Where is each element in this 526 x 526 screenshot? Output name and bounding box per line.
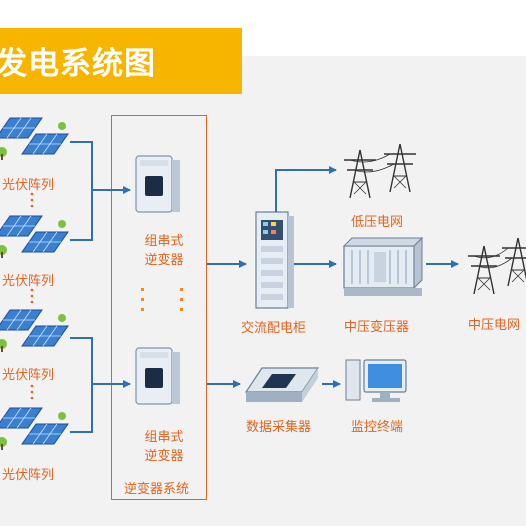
string-inverter-2 [135, 347, 181, 405]
pv-ellipsis [30, 192, 34, 400]
lv-grid-label: 低压电网 [351, 215, 404, 230]
title-bar [0, 28, 242, 94]
inverter-1-label-line2: 逆变器 [144, 253, 184, 268]
inverter-system-frame [111, 115, 207, 500]
data-collector-label: 数据采集器 [246, 420, 312, 435]
lv-tower-2 [383, 143, 417, 193]
pv-array-3 [0, 309, 69, 353]
inverter-connectors [207, 260, 247, 388]
pv-array-1-label: 光伏阵列 [2, 178, 55, 193]
inverter-2-label-line1: 组串式 [144, 430, 184, 445]
lv-tower-1 [343, 149, 377, 199]
page-title: 发电系统图 [0, 46, 156, 82]
ac-cabinet-label: 交流配电柜 [241, 321, 307, 336]
pv-array-2-label: 光伏阵列 [2, 274, 55, 289]
inverter-2-label: 组串式 逆变器 [134, 428, 194, 466]
mv-transformer-label: 中压变压器 [344, 320, 410, 335]
inverter-ellipsis [141, 288, 183, 311]
mv-tower-1 [467, 245, 501, 295]
pv-array-1 [0, 117, 69, 161]
pv-array-3-label: 光伏阵列 [2, 368, 55, 383]
string-inverter-1 [135, 155, 181, 213]
pv-array-4-label: 光伏阵列 [2, 468, 55, 483]
inverter-1-label-line1: 组串式 [144, 234, 184, 249]
pv-array-2 [0, 215, 69, 259]
data-collector [244, 367, 320, 402]
inverter-1-label: 组串式 逆变器 [134, 232, 194, 270]
cabinet-to-lv-connector [275, 166, 337, 212]
pv-connectors [70, 141, 131, 433]
monitoring-terminal [345, 359, 407, 402]
mv-grid-label: 中压电网 [468, 318, 521, 333]
pv-array-4 [0, 407, 69, 451]
mv-transformer [342, 236, 424, 296]
inverter-system-label: 逆变器系统 [124, 482, 190, 497]
inverter-2-label-line2: 逆变器 [144, 449, 184, 464]
ac-distribution-cabinet [255, 211, 294, 309]
monitor-terminal-label: 监控终端 [351, 420, 404, 435]
